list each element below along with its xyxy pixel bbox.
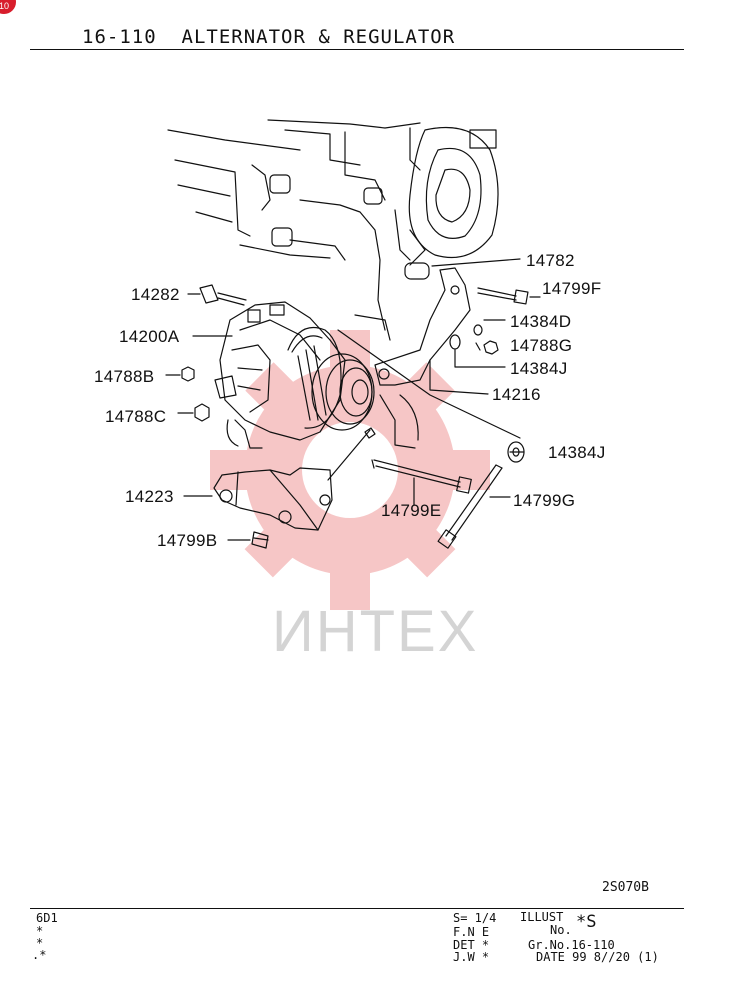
callout-14223: 14223 — [125, 487, 174, 506]
footer-det-line: DET * — [453, 938, 490, 952]
bolt-14799b-part — [227, 531, 269, 549]
footer-fne-line: F.N E — [453, 925, 490, 939]
callout-14384d: 14384D — [510, 312, 572, 331]
illustration-code: 2S070B — [602, 880, 649, 895]
stud-part — [327, 427, 376, 481]
washer-14384d-part — [473, 319, 506, 336]
alignment-line — [337, 329, 521, 439]
nut-14788c-part — [177, 403, 210, 422]
callout-14216: 14216 — [492, 385, 541, 404]
callout-14200a: 14200A — [119, 327, 180, 346]
callout-14799f: 14799F — [542, 279, 602, 298]
bracket-14216-part — [374, 267, 489, 395]
footer-s-line: S= 1/4 — [453, 911, 497, 925]
bolt-14799e-part — [371, 459, 472, 506]
callout-14788c: 14788C — [105, 407, 167, 426]
washer-14384j-a-part — [449, 334, 506, 368]
spacer-14782-part — [404, 258, 521, 280]
callout-14799b: 14799B — [157, 531, 218, 550]
alternator-14200a-part — [192, 301, 375, 449]
callout-14782: 14782 — [526, 251, 575, 270]
callout-14788g: 14788G — [510, 336, 573, 355]
footer-mark-2: * — [36, 936, 44, 950]
footer-illust-no: *S — [576, 912, 597, 932]
bracket-14223-part — [183, 467, 333, 531]
engine-block-outline — [167, 119, 499, 449]
footer-no-label: No. — [550, 923, 572, 937]
footer-group-no: Gr.No.16-110 — [528, 938, 615, 952]
callout-14282: 14282 — [131, 285, 180, 304]
callout-14384j-b: 14384J — [548, 443, 606, 462]
nut-14788b-part — [165, 366, 195, 382]
bolt-14799g-part — [437, 464, 511, 549]
watermark-gear-icon — [210, 330, 490, 610]
footer-mark-1: * — [36, 924, 44, 938]
footer-mark-3: .* — [32, 948, 47, 962]
bolt-14799f-part — [477, 287, 541, 305]
footer-rule — [30, 908, 684, 909]
footer-date: DATE 99 8//20 (1) — [536, 950, 659, 964]
footer-illust-label: ILLUST — [520, 910, 564, 924]
footer-model: 6D1 — [36, 911, 58, 925]
callout-14788b: 14788B — [94, 367, 155, 386]
page-title: 16-110 ALTERNATOR & REGULATOR — [82, 26, 456, 48]
header-rule — [30, 49, 684, 50]
page-badge: 10 — [0, 0, 16, 14]
bolt-14282-part — [187, 284, 247, 306]
footer-jw-line: J.W * — [453, 950, 490, 964]
watermark-text: ИНТЕХ — [272, 599, 479, 664]
nut-14788g-part — [475, 340, 499, 355]
callout-14799g: 14799G — [513, 491, 576, 510]
callout-14384j-a: 14384J — [510, 359, 568, 378]
callout-14799e: 14799E — [381, 501, 442, 520]
